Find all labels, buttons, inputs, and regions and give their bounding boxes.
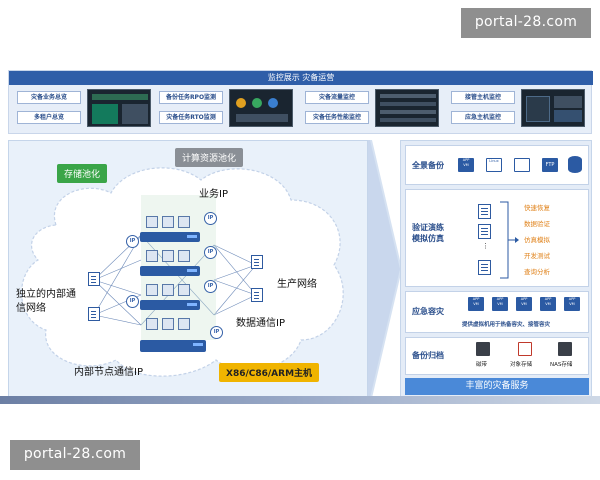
drill-item: 快速恢复 xyxy=(524,204,550,212)
disk-icon xyxy=(146,318,158,330)
emergency-title: 应急容灾 xyxy=(412,307,444,316)
drill-item: 仿真模拟 xyxy=(524,236,550,244)
overview-button[interactable]: 灾备业务总览 xyxy=(17,91,81,104)
bottom-strip xyxy=(0,396,600,404)
full-backup-section: 全景备份 APP VM Linux FTP xyxy=(405,145,589,185)
compute-pool-tag: 计算资源池化 xyxy=(175,148,244,167)
host-types-tag: X86/C86/ARM主机 xyxy=(219,363,320,382)
service-banner: 丰富的灾备服务 xyxy=(405,378,589,395)
cpu-icon xyxy=(162,216,174,228)
server-3 xyxy=(140,300,200,310)
server-4 xyxy=(140,340,206,352)
ellipsis-icon: ⋮ xyxy=(482,242,489,250)
archive-target: 对象存储 xyxy=(510,362,533,368)
storage-pool-tag: 存储池化 xyxy=(57,164,108,183)
emergency-section: 应急容灾 APP VM APP VM APP VM APP VM APP VM … xyxy=(405,291,589,333)
memory-icon xyxy=(178,216,190,228)
memory-icon xyxy=(178,318,190,330)
traffic-monitor-button[interactable]: 灾备流量监控 xyxy=(305,91,369,104)
emergency-host-button[interactable]: 应急主机监控 xyxy=(451,111,515,124)
cpu-icon xyxy=(162,318,174,330)
dashboard-thumbnail-4[interactable] xyxy=(521,89,585,127)
server-1 xyxy=(140,232,200,242)
disk-icon xyxy=(146,250,158,262)
ip-icon: IP xyxy=(126,235,139,248)
tenant-overview-button[interactable]: 多租户总览 xyxy=(17,111,81,124)
full-backup-title: 全景备份 xyxy=(412,161,444,170)
archive-section: 备份归档 磁带 对象存储 NAS存储 xyxy=(405,337,589,375)
app-vm-icon: APP VM xyxy=(540,297,556,311)
services-panel: 全景备份 APP VM Linux FTP 验证演练 模拟仿真 ⋮ 快速恢复 数… xyxy=(400,140,592,398)
dashboard-thumbnail-3[interactable] xyxy=(375,89,439,127)
watermark-bottom: portal-28.com xyxy=(10,440,140,470)
app-vm-icon: APP VM xyxy=(468,297,484,311)
dashboard-thumbnail-2[interactable] xyxy=(229,89,293,127)
network-node-icon xyxy=(251,288,263,302)
bracket-arrow-icon xyxy=(500,201,519,279)
production-network-label: 生产网络 xyxy=(277,279,317,290)
archive-target: NAS存储 xyxy=(550,362,573,368)
dashboard-thumbnail-1[interactable] xyxy=(87,89,151,127)
archive-title: 备份归档 xyxy=(412,351,444,360)
database-icon xyxy=(568,156,582,173)
takeover-host-button[interactable]: 接管主机监控 xyxy=(451,91,515,104)
tape-icon xyxy=(476,342,490,356)
memory-icon xyxy=(178,284,190,296)
drill-title: 验证演练 模拟仿真 xyxy=(412,223,444,243)
flow-arrow xyxy=(368,140,402,398)
network-node-icon xyxy=(88,272,100,286)
emergency-caption: 提供虚拟机用于热备容灾、接管容灾 xyxy=(462,322,551,328)
network-node-icon xyxy=(88,307,100,321)
watermark-top: portal-28.com xyxy=(461,8,591,38)
cpu-icon xyxy=(162,284,174,296)
drill-item: 查询分析 xyxy=(524,268,550,276)
network-node-icon xyxy=(251,255,263,269)
app-vm-icon: APP VM xyxy=(516,297,532,311)
memory-icon xyxy=(178,250,190,262)
monitoring-title: 监控展示 灾备运营 xyxy=(9,71,593,85)
app-vm-icon: APP VM xyxy=(492,297,508,311)
data-comm-ip-label: 数据通信IP xyxy=(236,318,285,329)
app-vm-icon: APP VM xyxy=(564,297,580,311)
rpo-monitor-button[interactable]: 备份任务RPO监测 xyxy=(159,91,223,104)
drill-item: 数据验证 xyxy=(524,220,550,228)
ip-icon: IP xyxy=(204,246,217,259)
ip-icon: IP xyxy=(204,212,217,225)
disk-icon xyxy=(146,216,158,228)
app-vm-icon: APP VM xyxy=(458,158,474,172)
drill-item: 开发测试 xyxy=(524,252,550,260)
disk-icon xyxy=(146,284,158,296)
ip-icon: IP xyxy=(204,280,217,293)
nas-storage-icon xyxy=(558,342,572,356)
document-icon xyxy=(478,204,491,219)
independent-network-label: 独立的内部通 信网络 xyxy=(16,289,76,314)
document-icon xyxy=(478,260,491,275)
internal-node-ip-label: 内部节点通信IP xyxy=(74,367,143,378)
business-ip-label: 业务IP xyxy=(199,189,228,200)
drill-section: 验证演练 模拟仿真 ⋮ 快速恢复 数据验证 仿真模拟 开发测试 查询分析 xyxy=(405,189,589,287)
performance-monitor-button[interactable]: 灾备任务性能监控 xyxy=(305,111,369,124)
document-icon xyxy=(478,224,491,239)
object-storage-icon xyxy=(518,342,532,356)
linux-folder-icon: Linux xyxy=(486,158,502,172)
monitor-icon xyxy=(514,158,530,172)
ip-icon: IP xyxy=(210,326,223,339)
ip-icon: IP xyxy=(126,295,139,308)
server-2 xyxy=(140,266,200,276)
archive-target: 磁带 xyxy=(476,362,488,368)
monitoring-panel: 监控展示 灾备运营 灾备业务总览 多租户总览 备份任务RPO监测 灾备任务RTO… xyxy=(8,70,593,134)
rto-monitor-button[interactable]: 灾备任务RTO监测 xyxy=(159,111,223,124)
ftp-icon: FTP xyxy=(542,158,558,172)
cpu-icon xyxy=(162,250,174,262)
